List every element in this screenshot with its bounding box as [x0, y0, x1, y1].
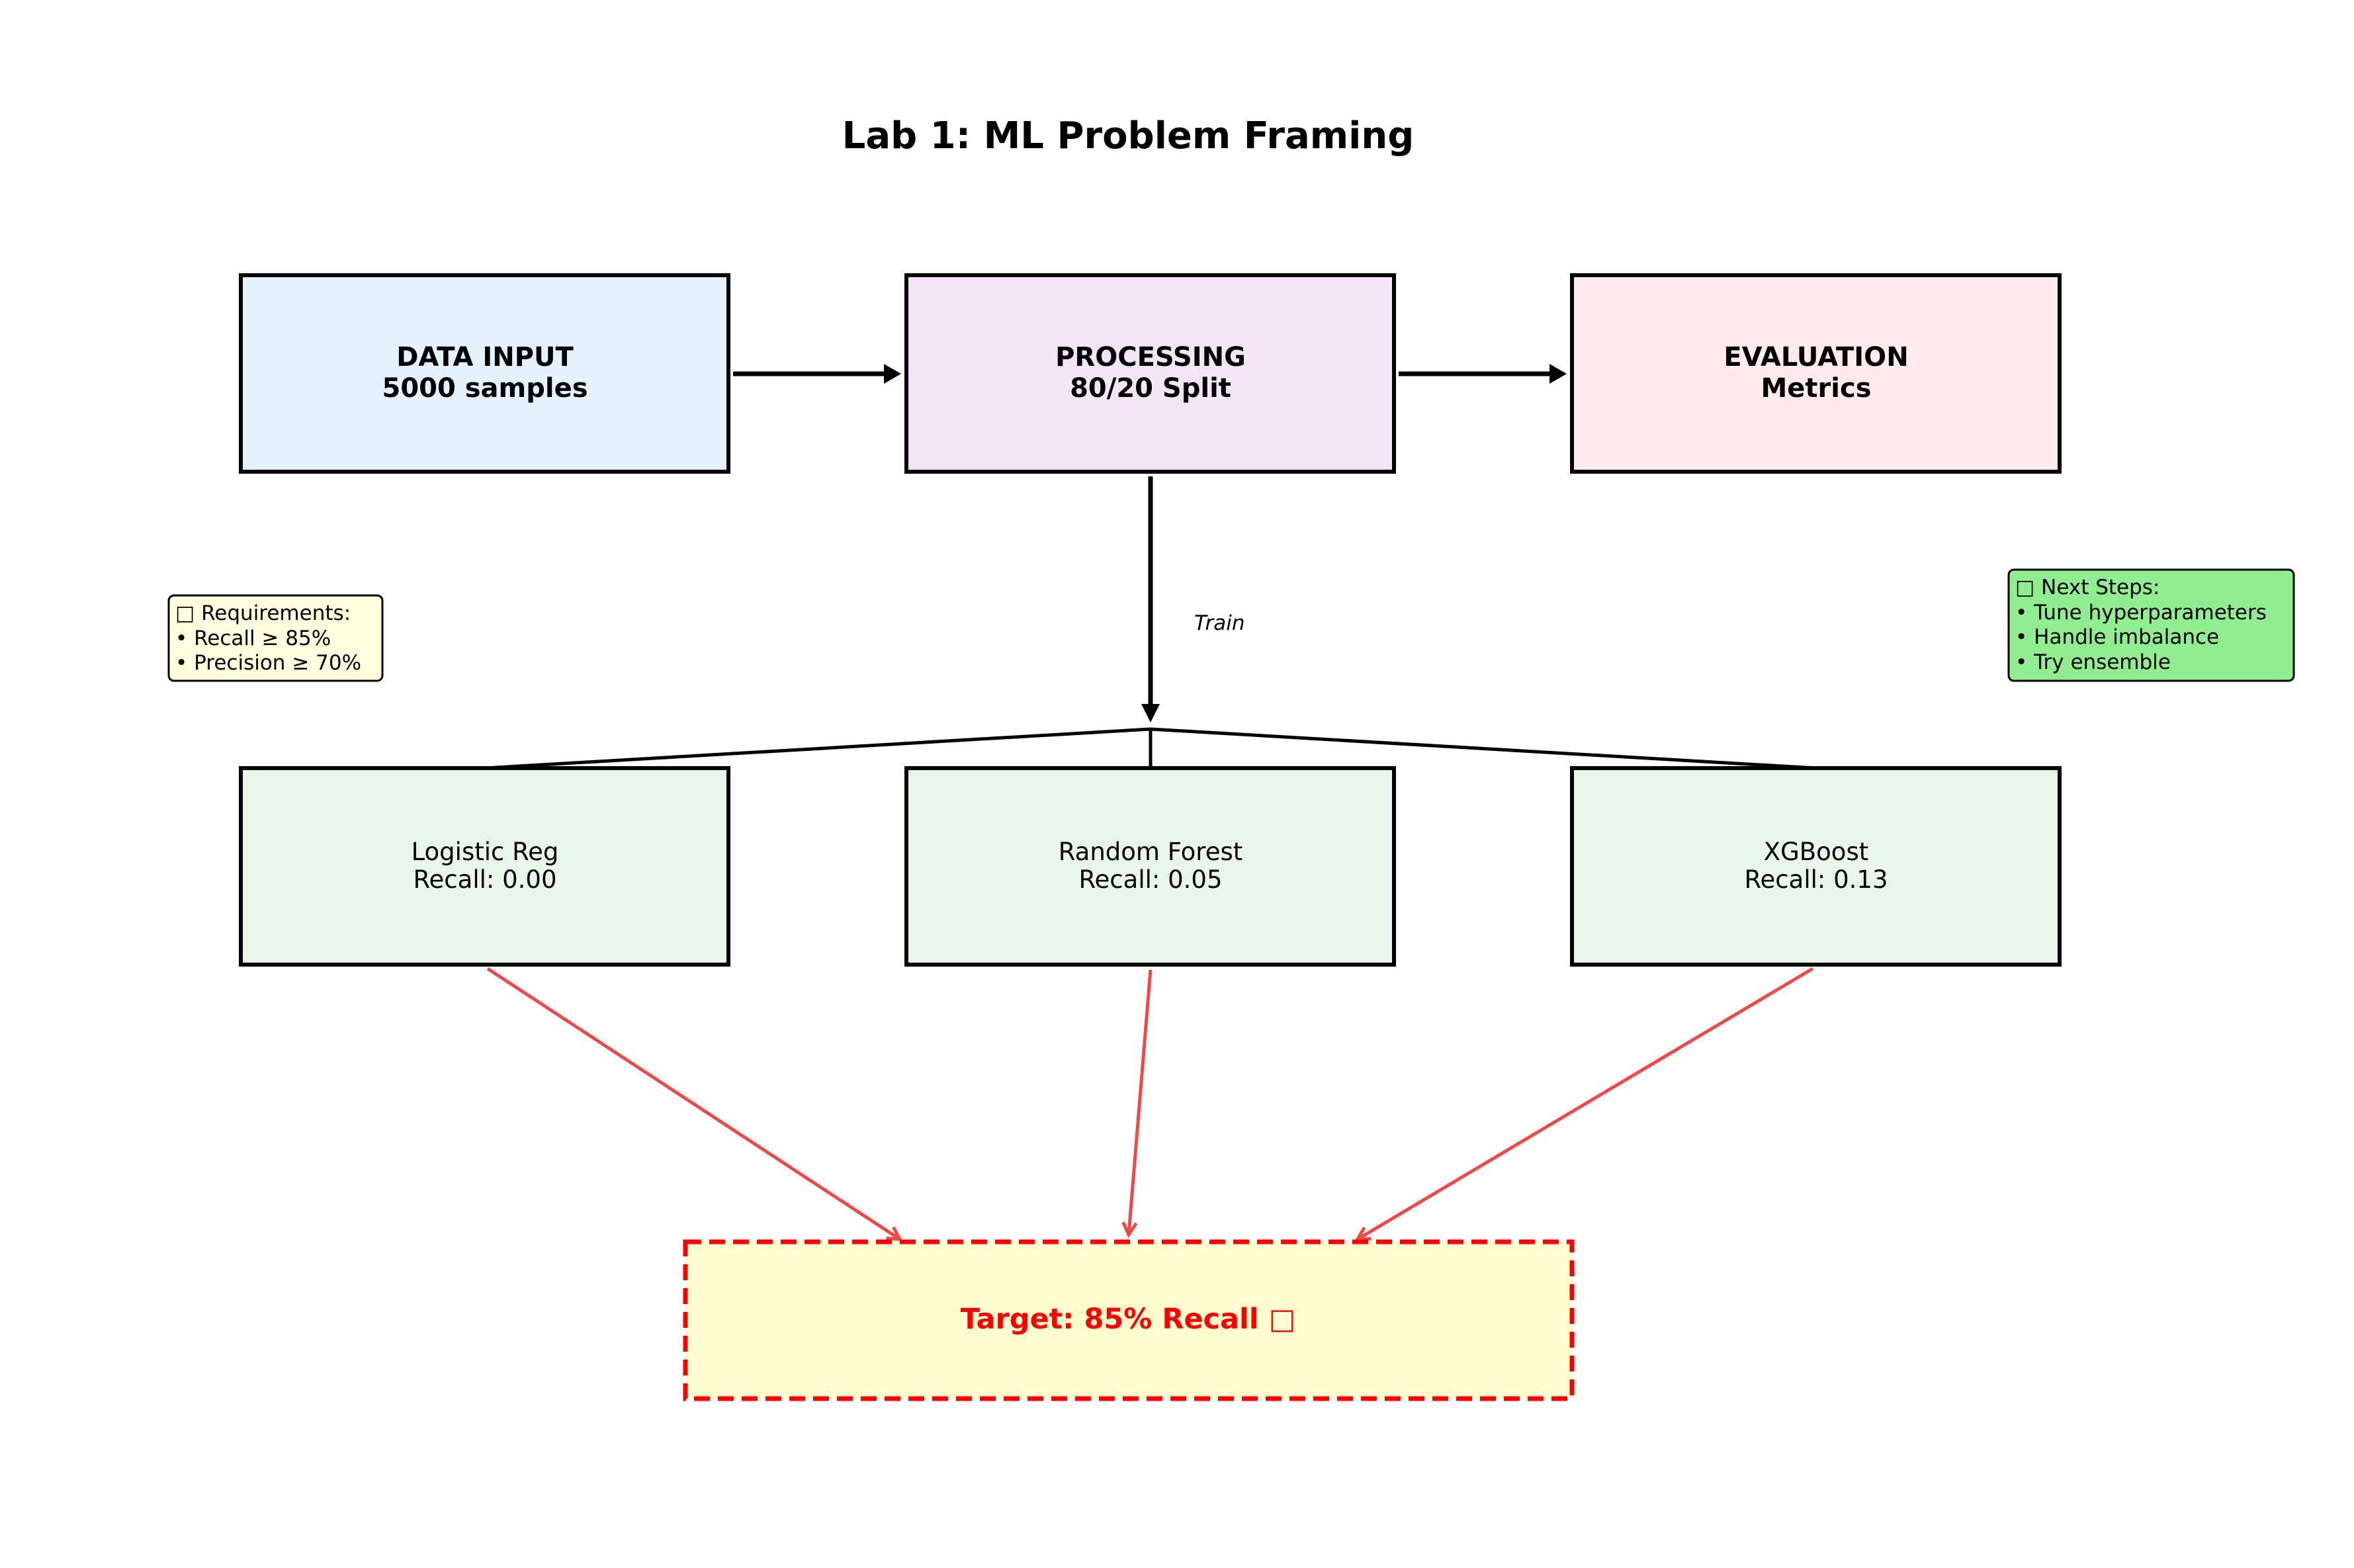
processing-title: PROCESSING [1055, 342, 1246, 372]
arrow-xgboost-to-target [1354, 967, 1814, 1241]
target-text: Target: 85% Recall □ [961, 1303, 1295, 1336]
processing-box: PROCESSING 80/20 Split [904, 273, 1396, 474]
next-steps-heading: □ Next Steps: [2015, 576, 2159, 599]
data-input-box-rect [239, 273, 730, 474]
requirements-heading: □ Requirements: [175, 601, 351, 625]
model-box-rect [239, 766, 730, 967]
requirements-note: □ Requirements: • Recall ≥ 85% • Precisi… [167, 594, 384, 682]
arrow-input-to-processing [733, 364, 901, 384]
next-steps-note: □ Next Steps: • Tune hyperparameters • H… [2007, 568, 2295, 682]
evaluation-box-rect [1570, 273, 2062, 474]
data-input-subtitle: 5000 samples [382, 373, 588, 404]
requirements-precision: • Precision ≥ 70% [175, 651, 361, 675]
next-steps-item: • Tune hyperparameters [2015, 601, 2267, 625]
model-name: XGBoost [1764, 838, 1868, 866]
arrow-train-down [1141, 476, 1160, 722]
target-box-rect [683, 1239, 1575, 1401]
requirements-note-box [167, 594, 384, 682]
data-input-box: DATA INPUT 5000 samples [239, 273, 730, 474]
processing-box-rect [904, 273, 1396, 474]
model-box-xgboost: XGBoost Recall: 0.13 [1570, 766, 2062, 967]
arrow-logistic-to-target [486, 967, 903, 1241]
model-recall: Recall: 0.05 [1079, 865, 1223, 894]
evaluation-subtitle: Metrics [1761, 373, 1871, 404]
result-arrows [486, 967, 1814, 1241]
model-branch-lines [484, 727, 1817, 770]
train-label: Train [1194, 611, 1245, 635]
model-box-logistic-reg: Logistic Reg Recall: 0.00 [239, 766, 730, 967]
processing-subtitle: 80/20 Split [1070, 373, 1231, 404]
model-name: Random Forest [1059, 838, 1243, 866]
evaluation-title: EVALUATION [1723, 342, 1908, 372]
target-box: Target: 85% Recall □ [683, 1239, 1575, 1401]
data-input-title: DATA INPUT [396, 342, 574, 372]
evaluation-box: EVALUATION Metrics [1570, 273, 2062, 474]
model-name: Logistic Reg [412, 838, 559, 866]
arrow-forest-to-target [1121, 969, 1153, 1239]
next-steps-item: • Try ensemble [2015, 650, 2171, 674]
model-recall: Recall: 0.00 [414, 865, 557, 894]
model-recall: Recall: 0.13 [1745, 865, 1888, 894]
requirements-recall: • Recall ≥ 85% [175, 627, 331, 650]
next-steps-item: • Handle imbalance [2015, 625, 2219, 649]
next-steps-note-box [2007, 568, 2295, 682]
model-box-rect [904, 766, 1396, 967]
page-title: Lab 1: ML Problem Framing [842, 114, 1415, 157]
arrow-processing-to-evaluation [1399, 364, 1567, 384]
model-box-rect [1570, 766, 2062, 967]
model-box-random-forest: Random Forest Recall: 0.05 [904, 766, 1396, 967]
